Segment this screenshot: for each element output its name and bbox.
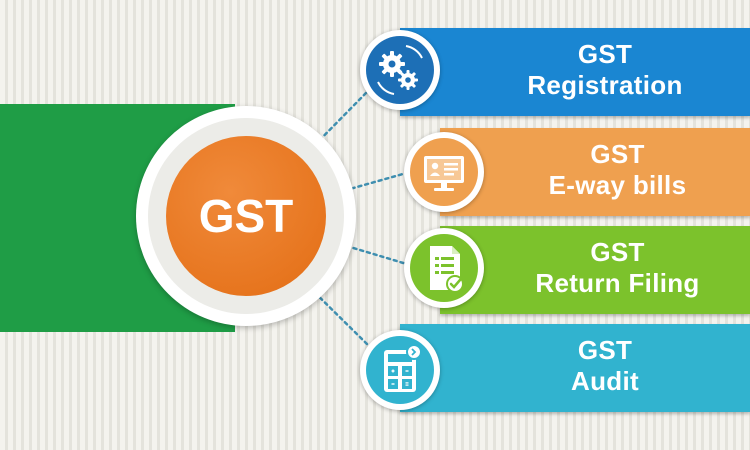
hub-label: GST	[198, 190, 294, 242]
eway-bills-icon-ring	[404, 132, 484, 212]
bar-registration-line2: Registration	[527, 70, 683, 100]
bar-return-filing-line1: GST	[590, 237, 645, 267]
bar-return-filing-line2: Return Filing	[535, 268, 700, 298]
bar-eway-bills: GST E-way bills	[440, 128, 750, 216]
audit-icon-ring	[360, 330, 440, 410]
bar-return-filing: GST Return Filing	[440, 226, 750, 314]
bar-audit-text: GST Audit	[460, 335, 750, 397]
bar-return-filing-text: GST Return Filing	[485, 237, 750, 299]
bar-eway-bills-line2: E-way bills	[548, 170, 687, 200]
monitor-profile-icon	[424, 156, 464, 191]
calculator-icon	[384, 344, 422, 392]
gst-hub: GST	[136, 106, 356, 326]
gears-icon	[377, 45, 423, 95]
bar-eway-bills-text: GST E-way bills	[485, 139, 750, 201]
bar-registration-text: GST Registration	[460, 39, 750, 101]
return-filing-icon-ring	[404, 228, 484, 308]
bar-audit-line2: Audit	[571, 366, 639, 396]
gst-hub-core: GST	[166, 136, 326, 296]
bar-eway-bills-line1: GST	[590, 139, 645, 169]
checklist-document-icon	[430, 246, 464, 293]
bar-registration-line1: GST	[577, 39, 633, 69]
bar-audit-line1: GST	[577, 335, 633, 365]
registration-icon-ring	[360, 30, 440, 110]
bar-registration: GST Registration	[400, 28, 750, 116]
bar-audit: GST Audit	[400, 324, 750, 412]
